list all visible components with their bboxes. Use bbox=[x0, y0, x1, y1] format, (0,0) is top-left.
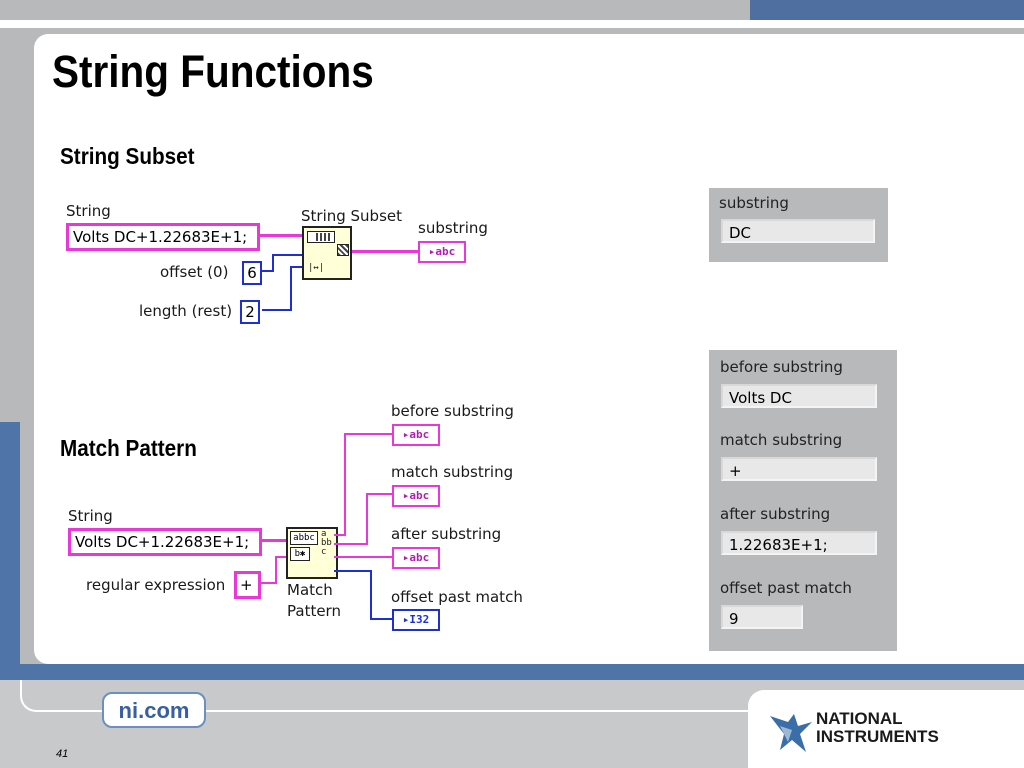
bottom-accent-bar bbox=[0, 664, 1024, 680]
fp-after-field[interactable]: 1.22683E+1; bbox=[721, 531, 877, 555]
match-indicator[interactable]: ▸abc bbox=[392, 485, 440, 507]
after-indicator[interactable]: ▸abc bbox=[392, 547, 440, 569]
before-type: abc bbox=[409, 428, 430, 441]
match-type: abc bbox=[409, 489, 430, 502]
after-wire bbox=[334, 556, 392, 558]
mp-string-constant[interactable]: Volts DC+1.22683E+1; bbox=[68, 528, 262, 556]
before-wire-a bbox=[334, 534, 344, 536]
page-number: 41 bbox=[56, 748, 69, 760]
string-wire bbox=[259, 234, 303, 237]
match-pattern-label-line2: Pattern bbox=[287, 602, 341, 620]
before-wire-b bbox=[344, 433, 346, 536]
match-pattern-label-line1: Match bbox=[287, 581, 333, 599]
match-pattern-front-panel: before substring Volts DC match substrin… bbox=[709, 350, 897, 651]
match-regex-glyph: b✱ bbox=[290, 547, 310, 561]
offset-past-indicator[interactable]: ▸I32 bbox=[392, 609, 440, 631]
top-divider bbox=[0, 20, 1024, 28]
substring-control-label: substring bbox=[719, 194, 789, 212]
substring-indicator-label: substring bbox=[418, 219, 488, 237]
substring-indicator[interactable]: ▸abc bbox=[418, 241, 466, 263]
logo-line-2: INSTRUMENTS bbox=[816, 727, 939, 746]
offset-label: offset (0) bbox=[160, 263, 229, 281]
left-accent-bar bbox=[0, 422, 20, 680]
regex-label: regular expression bbox=[86, 576, 226, 594]
subset-glyph-fill bbox=[316, 233, 330, 241]
offset-wire-a bbox=[262, 270, 272, 272]
length-label: length (rest) bbox=[139, 302, 233, 320]
footer-curve bbox=[20, 680, 782, 712]
after-indicator-label: after substring bbox=[391, 525, 502, 543]
mp-string-wire bbox=[261, 539, 287, 542]
regex-wire-b bbox=[275, 556, 277, 584]
match-input-glyph: abbc bbox=[290, 531, 318, 545]
fp-match-label: match substring bbox=[720, 431, 843, 449]
string-input-label: String bbox=[66, 202, 111, 220]
offset-past-wire-b bbox=[370, 570, 372, 620]
regex-wire-a bbox=[261, 582, 277, 584]
ni-logo-text: NATIONAL INSTRUMENTS bbox=[816, 710, 939, 746]
substring-field[interactable]: DC bbox=[721, 219, 875, 243]
substring-wire bbox=[350, 250, 418, 253]
fp-before-label: before substring bbox=[720, 358, 843, 376]
after-type: abc bbox=[409, 551, 430, 564]
offset-past-indicator-label: offset past match bbox=[391, 588, 523, 606]
regex-wire-c bbox=[275, 556, 287, 558]
fp-offset-label: offset past match bbox=[720, 579, 852, 597]
section-heading-match-pattern: Match Pattern bbox=[60, 435, 197, 461]
before-indicator-label: before substring bbox=[391, 402, 514, 420]
match-wire-c bbox=[366, 493, 392, 495]
substring-type: abc bbox=[435, 245, 456, 258]
logo-line-1: NATIONAL bbox=[816, 709, 903, 728]
offset-past-type: I32 bbox=[409, 613, 430, 626]
section-heading-string-subset: String Subset bbox=[60, 143, 195, 169]
match-wire-b bbox=[366, 493, 368, 545]
function-label: String Subset bbox=[301, 207, 403, 225]
fp-before-field[interactable]: Volts DC bbox=[721, 384, 877, 408]
offset-wire-b bbox=[272, 254, 274, 272]
match-pattern-label: Match Pattern bbox=[287, 580, 341, 622]
subset-glyph bbox=[307, 231, 335, 243]
length-wire-c bbox=[290, 266, 304, 268]
fp-after-label: after substring bbox=[720, 505, 831, 523]
substring-front-panel: substring DC bbox=[709, 188, 888, 262]
ni-eagle-logo-icon bbox=[768, 712, 814, 754]
fp-match-field[interactable]: + bbox=[721, 457, 877, 481]
slide-title: String Functions bbox=[52, 46, 374, 97]
mp-string-input-label: String bbox=[68, 507, 113, 525]
fp-offset-field[interactable]: 9 bbox=[721, 605, 803, 629]
ni-com-link[interactable]: ni.com bbox=[102, 692, 206, 728]
length-wire-b bbox=[290, 266, 292, 311]
regex-constant[interactable]: + bbox=[234, 571, 261, 599]
match-wire-a bbox=[334, 543, 368, 545]
offset-past-wire-a bbox=[334, 570, 372, 572]
string-subset-node[interactable]: |↔| bbox=[302, 226, 352, 280]
subset-glyph-output bbox=[337, 244, 349, 256]
before-wire-c bbox=[344, 433, 392, 435]
string-constant[interactable]: Volts DC+1.22683E+1; bbox=[66, 223, 260, 251]
offset-constant[interactable]: 6 bbox=[242, 261, 262, 285]
subset-length-glyph: |↔| bbox=[308, 263, 325, 273]
length-constant[interactable]: 2 bbox=[240, 300, 260, 324]
top-accent-bar bbox=[750, 0, 1024, 20]
offset-wire-c bbox=[272, 254, 304, 256]
length-wire-a bbox=[262, 309, 292, 311]
before-indicator[interactable]: ▸abc bbox=[392, 424, 440, 446]
match-indicator-label: match substring bbox=[391, 463, 514, 481]
offset-past-wire-c bbox=[370, 618, 392, 620]
